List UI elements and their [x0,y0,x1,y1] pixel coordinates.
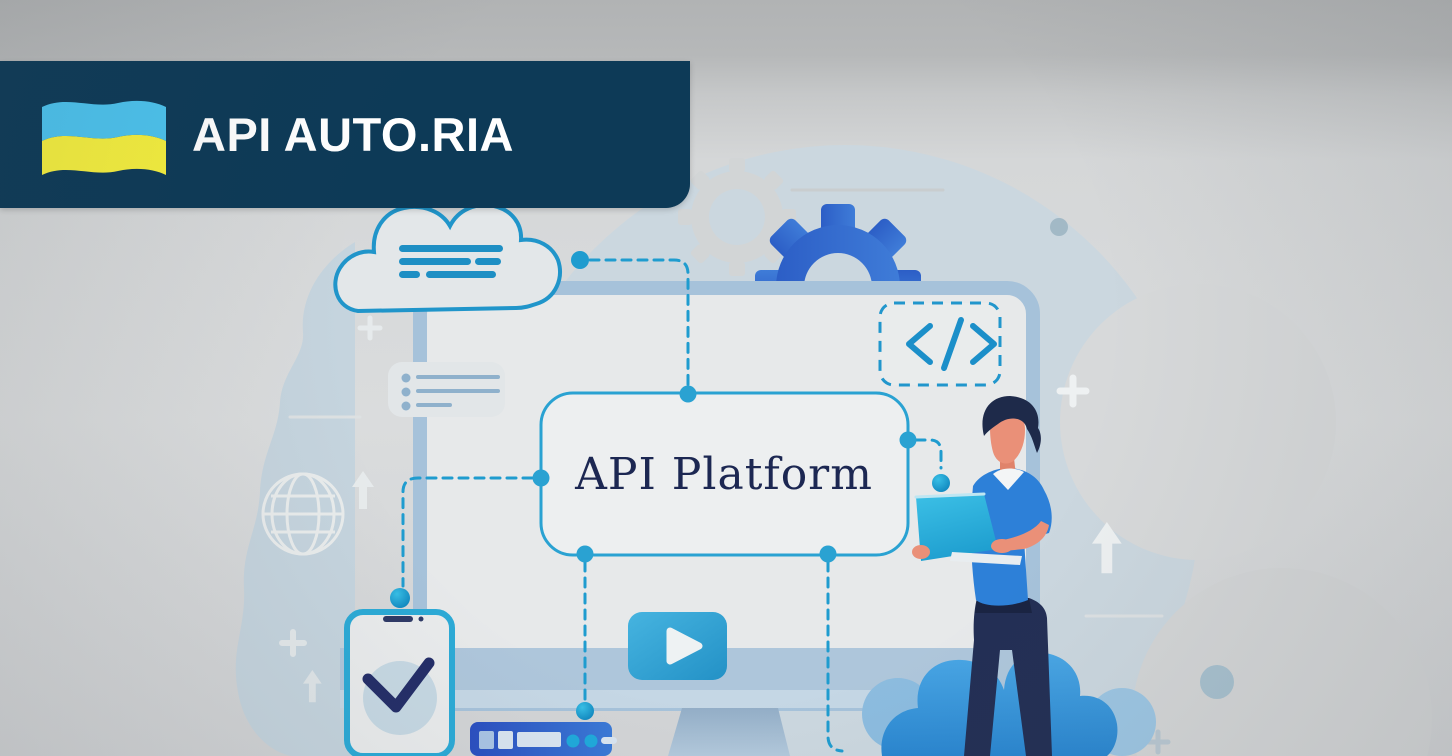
laptop-icon [912,492,1022,565]
monitor-stand [668,708,790,756]
connection-lines [401,258,943,753]
code-box [878,301,1002,387]
left-blob [235,242,355,756]
person-pants [964,598,1052,756]
blue-gear-icon [755,204,921,304]
play-button-icon [628,612,727,680]
ukraine-flag-icon [42,100,166,175]
api-platform-label: API Platform [574,449,873,500]
bullet-list-icon [401,373,500,411]
header-title: API AUTO.RIA [192,108,514,161]
header-bar: API AUTO.RIA [0,61,690,208]
connection-dots [390,251,950,720]
decor-dot [1200,665,1234,699]
plus-icon [279,315,1171,755]
person-with-laptop [912,396,1052,756]
cloud-icon [333,203,562,314]
cloud-text-lines [399,245,503,278]
list-box [388,362,505,417]
person-hair [982,396,1041,453]
checkmark-icon [362,657,435,713]
arrow-up-icon [303,471,1122,703]
person-shirt [971,468,1052,606]
decor-lines [288,188,1164,618]
globe-icon [261,472,345,556]
api-platform-box: API Platform [532,385,917,563]
server-icon [470,722,617,756]
phone-icon [344,609,455,756]
decor-dot [1050,218,1068,236]
gray-gear-icon [678,158,796,276]
code-brackets-icon [906,317,997,371]
bottom-cloud [862,652,1156,756]
